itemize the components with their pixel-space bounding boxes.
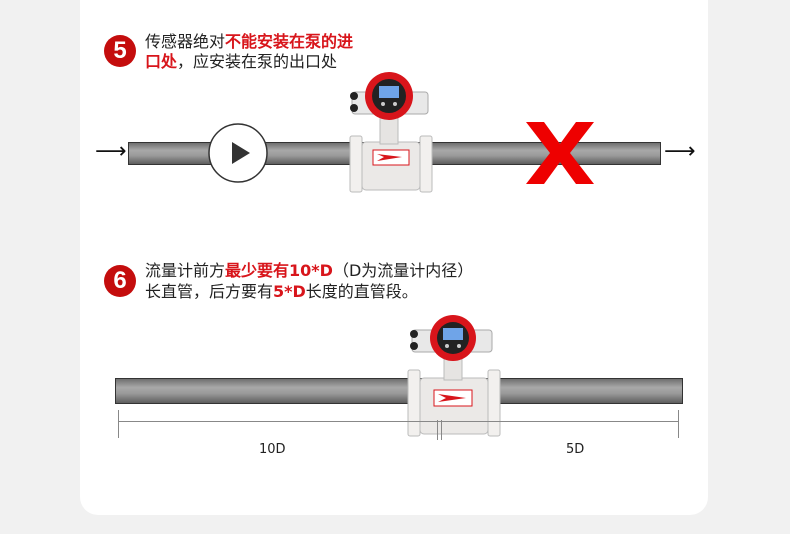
upstream-length-label: 10D (259, 442, 286, 457)
step-5-badge: 5 (104, 35, 136, 67)
dimension-tick (437, 420, 438, 440)
dimension-line (118, 421, 678, 422)
text-normal: 流量计前方 (145, 261, 226, 280)
step-6-line-2: 长直管，后方要有5*D长度的直管段。 (145, 282, 418, 302)
pump-play-icon (208, 123, 268, 183)
pipe-6 (115, 378, 683, 404)
step-6-badge: 6 (104, 265, 136, 297)
downstream-length-label: 5D (566, 442, 585, 457)
text-highlight: 口处 (145, 52, 178, 71)
dimension-tick (678, 410, 679, 438)
text-highlight: 5*D (273, 282, 306, 301)
dimension-tick (118, 410, 119, 438)
text-normal: 长直管，后方要有 (145, 282, 274, 301)
step-6-line-1: 流量计前方最少要有10*D（D为流量计内径） (145, 261, 473, 281)
step-5-line-1: 传感器绝对不能安装在泵的进 (145, 32, 353, 52)
text-normal: （D为流量计内径） (332, 261, 474, 280)
flowmeter-image (349, 72, 433, 193)
text-highlight: 不能安装在泵的进 (225, 32, 354, 51)
arrow-right-icon: ⟶ (664, 139, 696, 164)
red-x-icon (526, 122, 594, 184)
arrow-right-icon: ⟶ (95, 139, 127, 164)
text-normal: 传感器绝对 (145, 32, 226, 51)
dimension-tick (441, 420, 442, 440)
text-highlight: 最少要有10*D (225, 261, 333, 280)
text-normal: 长度的直管段。 (305, 282, 418, 301)
step-5-line-2: 口处，应安装在泵的出口处 (145, 52, 337, 72)
flowmeter-image (407, 315, 501, 437)
text-normal: ，应安装在泵的出口处 (177, 52, 338, 71)
